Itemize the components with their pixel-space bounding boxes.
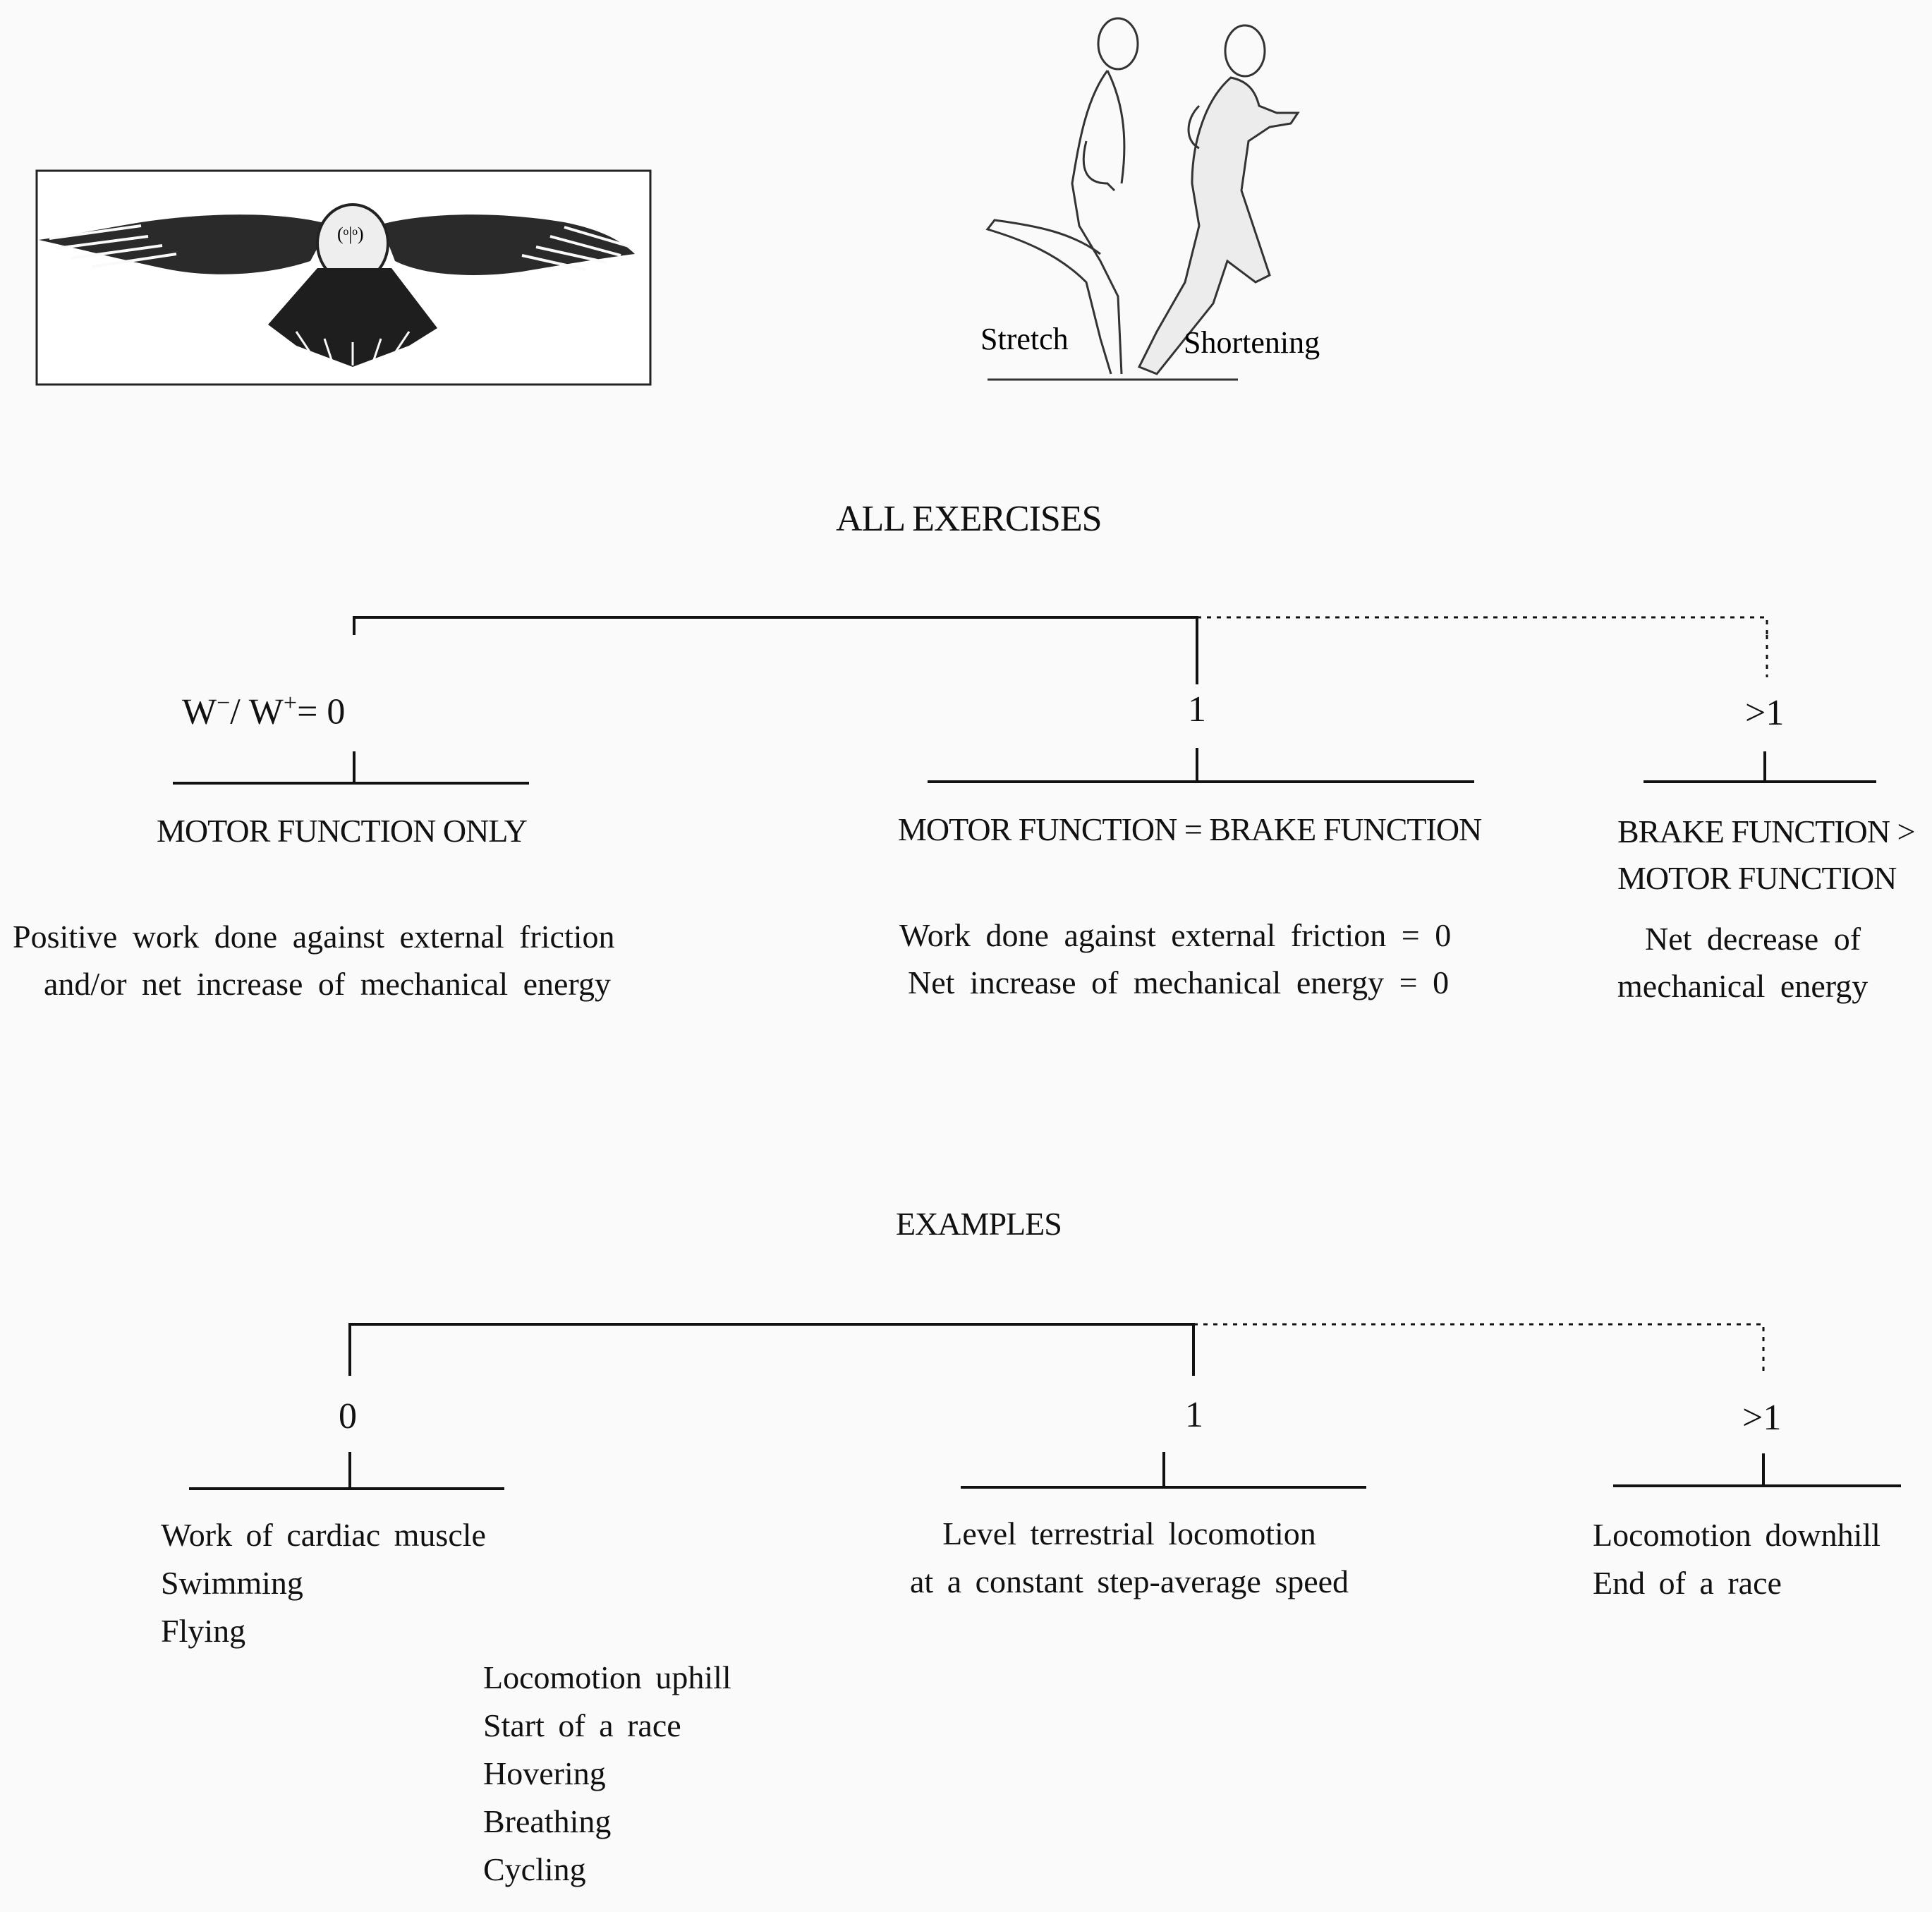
- example-item: Hovering: [483, 1755, 606, 1791]
- svg-text:(ᵒ|ᵒ): (ᵒ|ᵒ): [337, 224, 364, 244]
- ratio-w-negative: W: [182, 691, 217, 732]
- example-item: Work of cardiac muscle: [161, 1517, 486, 1553]
- category-motor-only: MOTOR FUNCTION ONLY: [157, 813, 528, 849]
- shortening-label: Shortening: [1184, 325, 1320, 360]
- example-value-one: 1: [1185, 1395, 1203, 1435]
- example-value-greater-than-one: >1: [1742, 1398, 1782, 1438]
- ratio-plus: +: [283, 690, 298, 716]
- ratio-label: W−/ W+= 0: [182, 691, 345, 730]
- examples-title: EXAMPLES: [896, 1206, 1062, 1242]
- desc-right-2: mechanical energy: [1617, 968, 1869, 1004]
- ratio-w-positive: W: [248, 691, 284, 732]
- desc-left-1: Positive work done against external fric…: [13, 919, 615, 955]
- tree-lines-examples: [189, 1323, 1901, 1490]
- tree-lines-all-exercises: [173, 616, 1876, 785]
- example-item: Start of a race: [483, 1707, 681, 1743]
- category-brake-greater-1: BRAKE FUNCTION >: [1617, 813, 1915, 849]
- example-item: Locomotion downhill: [1593, 1517, 1881, 1553]
- example-item: Level terrestrial locomotion: [942, 1515, 1316, 1551]
- desc-right-1: Net decrease of: [1645, 921, 1861, 957]
- example-item: End of a race: [1593, 1565, 1782, 1601]
- ratio-equals-zero: = 0: [297, 691, 346, 732]
- example-item: Flying: [161, 1613, 246, 1649]
- example-item: at a constant step-average speed: [910, 1563, 1349, 1599]
- all-exercises-title: ALL EXERCISES: [836, 499, 1102, 539]
- desc-mid-2: Net increase of mechanical energy = 0: [908, 964, 1450, 1000]
- examples-left-list: Work of cardiac muscle Swimming Flying: [161, 1511, 486, 1655]
- examples-right-list: Locomotion downhill End of a race: [1593, 1511, 1881, 1607]
- example-value-zero: 0: [339, 1396, 357, 1436]
- example-item: Cycling: [483, 1851, 586, 1887]
- desc-left-2: and/or net increase of mechanical energy: [44, 966, 611, 1002]
- value-greater-than-one: >1: [1745, 693, 1785, 733]
- desc-mid-1: Work done against external friction = 0: [899, 917, 1452, 953]
- example-item: Swimming: [161, 1565, 303, 1601]
- example-item: Locomotion uphill: [483, 1659, 731, 1695]
- runners-illustration: [985, 17, 1300, 381]
- category-brake-greater-2: MOTOR FUNCTION: [1617, 860, 1897, 896]
- example-item: Breathing: [483, 1803, 612, 1839]
- ratio-slash: /: [230, 691, 241, 732]
- examples-mid-list: Level terrestrial locomotion at a consta…: [910, 1510, 1349, 1606]
- examples-left-lower-list: Locomotion uphill Start of a race Hoveri…: [483, 1654, 731, 1894]
- value-one: 1: [1188, 689, 1206, 730]
- bird-illustration: (ᵒ|ᵒ): [35, 169, 652, 386]
- ratio-minus: −: [217, 690, 231, 716]
- category-motor-equals-brake: MOTOR FUNCTION = BRAKE FUNCTION: [898, 811, 1482, 847]
- stretch-label: Stretch: [980, 322, 1069, 356]
